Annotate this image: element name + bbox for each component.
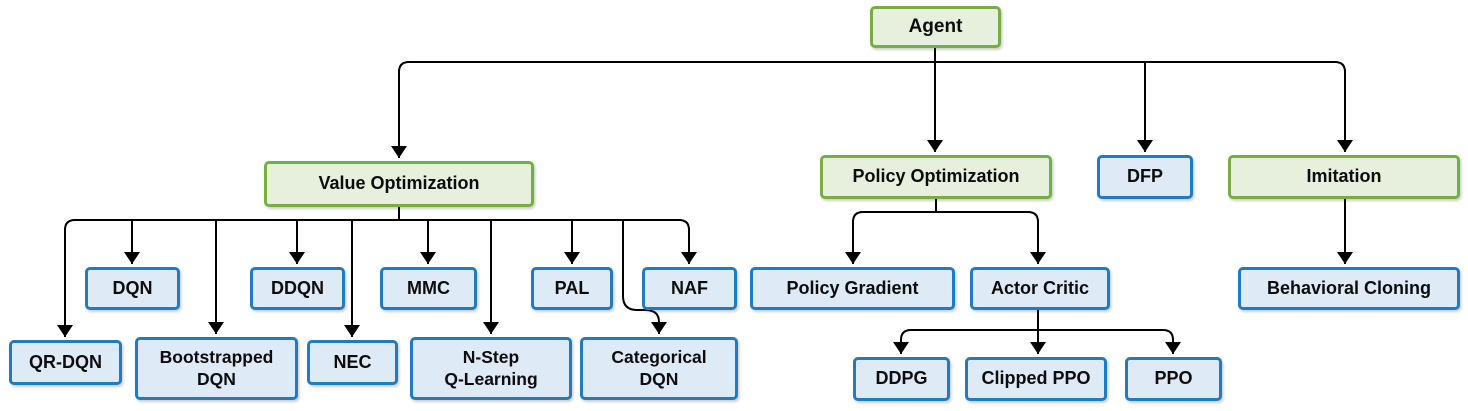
- node-nec-label: NEC: [333, 351, 372, 372]
- node-imitation-label: Imitation: [1306, 166, 1382, 187]
- node-behavioral-cloning-label: Behavioral Cloning: [1266, 277, 1432, 298]
- node-actor-critic: Actor Critic: [970, 267, 1110, 310]
- node-nec: NEC: [307, 340, 398, 385]
- node-policy-gradient: Policy Gradient: [750, 267, 955, 310]
- node-ddqn: DDQN: [250, 267, 345, 310]
- node-dqn-label: DQN: [112, 277, 153, 298]
- node-mmc-label: MMC: [407, 277, 450, 298]
- node-dfp: DFP: [1097, 155, 1193, 199]
- node-n-step-q-learning: N-Step Q-Learning: [410, 337, 572, 400]
- node-pal: PAL: [531, 267, 613, 310]
- node-dqn: DQN: [85, 267, 180, 310]
- node-value-optimization: Value Optimization: [264, 161, 534, 207]
- node-categorical-dqn: Categorical DQN: [580, 337, 738, 400]
- node-pal-label: PAL: [554, 277, 590, 298]
- node-categorical-dqn-label: Categorical DQN: [611, 347, 707, 389]
- node-actor-critic-label: Actor Critic: [990, 277, 1089, 298]
- node-agent-label: Agent: [908, 16, 963, 38]
- node-bootstrapped-dqn-label: Bootstrapped DQN: [159, 347, 274, 389]
- node-ddqn-label: DDQN: [271, 277, 324, 298]
- node-clipped-ppo-label: Clipped PPO: [981, 368, 1091, 389]
- node-clipped-ppo: Clipped PPO: [965, 357, 1107, 401]
- connector-bus-skeleton: [64, 48, 1346, 341]
- node-ppo: PPO: [1125, 357, 1222, 401]
- node-dfp-label: DFP: [1127, 166, 1163, 187]
- node-naf-label: NAF: [671, 277, 708, 298]
- node-ddpg-label: DDPG: [875, 368, 928, 389]
- node-naf: NAF: [642, 267, 737, 310]
- node-qr-dqn-label: QR-DQN: [29, 351, 102, 372]
- node-qr-dqn: QR-DQN: [9, 340, 122, 385]
- node-agent: Agent: [870, 6, 1001, 48]
- node-bootstrapped-dqn: Bootstrapped DQN: [135, 337, 298, 400]
- node-n-step-q-learning-label: N-Step Q-Learning: [444, 347, 538, 389]
- node-ddpg: DDPG: [853, 357, 950, 401]
- node-behavioral-cloning: Behavioral Cloning: [1238, 267, 1460, 310]
- node-ppo-label: PPO: [1154, 368, 1193, 389]
- node-imitation: Imitation: [1228, 155, 1460, 199]
- node-value-optimization-label: Value Optimization: [318, 173, 480, 194]
- connector-value-optimization-to-categorical-dqn: [622, 220, 667, 334]
- node-policy-optimization-label: Policy Optimization: [852, 166, 1020, 187]
- node-mmc: MMC: [380, 267, 477, 310]
- node-policy-optimization: Policy Optimization: [820, 155, 1052, 199]
- node-policy-gradient-label: Policy Gradient: [786, 277, 919, 298]
